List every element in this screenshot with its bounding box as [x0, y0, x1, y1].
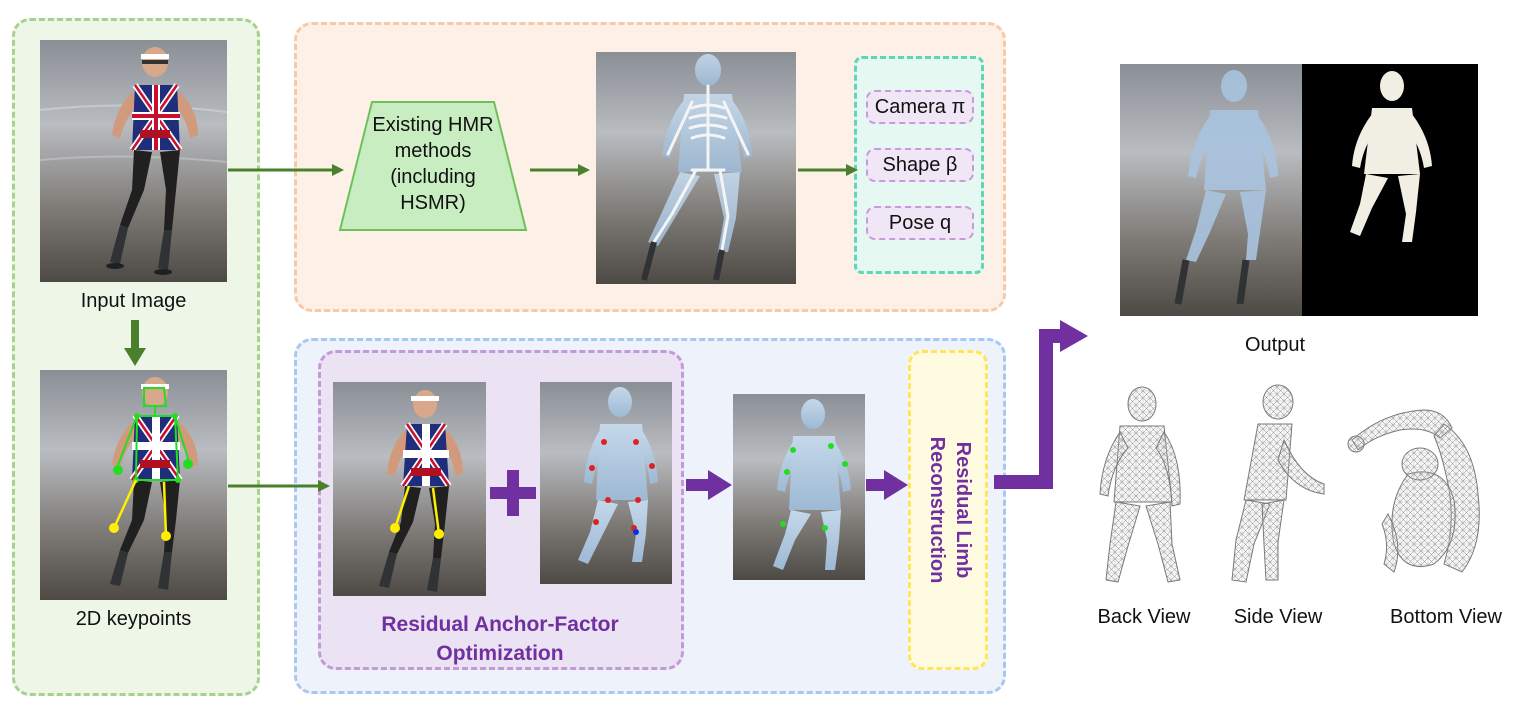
- side-view-mesh: [1214, 380, 1338, 592]
- keypoints-caption: 2D keypoints: [75, 608, 192, 630]
- back-view-mesh: [1080, 384, 1204, 592]
- down-arrow: [124, 320, 146, 366]
- arrow-to-optimized-mesh: [686, 470, 732, 500]
- hmr-methods-block: [338, 101, 528, 231]
- limb-label-line-2: Reconstruction: [926, 436, 948, 584]
- arrow-image-to-hmr: [228, 164, 344, 176]
- plus-icon: [490, 470, 536, 516]
- hmr-line-1: Existing HMR: [372, 114, 494, 136]
- arrow-keypoints-to-optimization: [228, 480, 330, 492]
- side-view-caption: Side View: [1233, 606, 1323, 628]
- arrow-to-output: [994, 320, 1088, 489]
- limb-reconstruction-panel: [908, 350, 988, 670]
- optimization-title: Residual Anchor-Factor Optimization: [330, 610, 670, 668]
- camera-param: Camera π: [866, 90, 974, 124]
- arrow-skeleton-to-params: [798, 164, 858, 176]
- hmr-line-4: HSMR): [400, 192, 466, 214]
- output-render-image: [1302, 64, 1478, 316]
- arrow-to-limb-reconstruction: [866, 470, 908, 500]
- input-image: [40, 40, 227, 282]
- keypoints-crop-image: [333, 382, 486, 596]
- output-overlay-image: [1120, 64, 1302, 316]
- optimized-mesh-image: [733, 394, 865, 580]
- hmr-line-3: (including: [390, 166, 476, 188]
- bottom-view-caption: Bottom View: [1390, 606, 1502, 628]
- anchor-mesh-image: [540, 382, 672, 584]
- output-caption: Output: [1244, 334, 1306, 356]
- back-view-caption: Back View: [1097, 606, 1191, 628]
- input-image-caption: Input Image: [80, 290, 187, 312]
- limb-label-line-1: Residual Limb: [952, 441, 974, 579]
- bottom-view-mesh: [1344, 404, 1494, 586]
- optimization-title-line-1: Residual Anchor-Factor: [381, 613, 619, 636]
- hmr-methods-label: Existing HMR methods (including HSMR): [360, 112, 506, 216]
- shape-param: Shape β: [866, 148, 974, 182]
- limb-reconstruction-label: Residual Limb Reconstruction: [920, 350, 976, 670]
- hmr-line-2: methods: [394, 140, 472, 162]
- skeleton-overlay-image: [596, 52, 796, 284]
- keypoints-image: [40, 370, 227, 600]
- pose-param: Pose q: [866, 206, 974, 240]
- arrow-hmr-to-skeleton: [530, 164, 590, 176]
- optimization-title-line-2: Optimization: [436, 642, 564, 665]
